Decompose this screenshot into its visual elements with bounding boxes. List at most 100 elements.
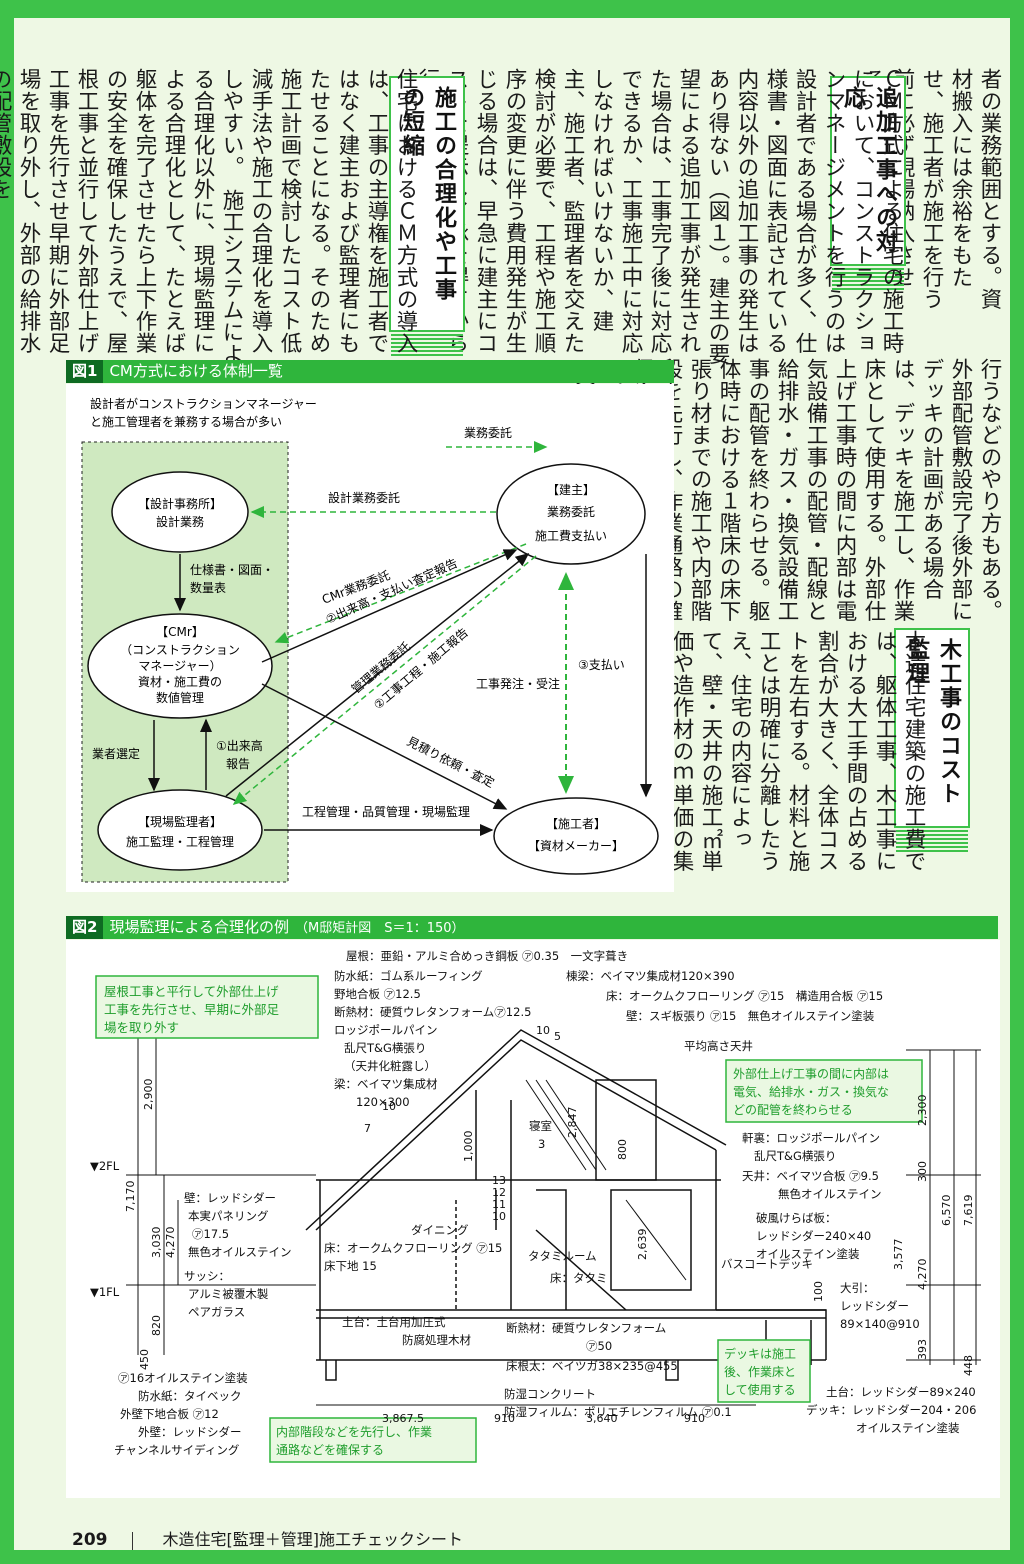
fig2-dimensions: 2,900 7,170 3,030 4,270 820 450 2,847 1,… <box>124 1024 975 1425</box>
figure2-number: 図2 <box>66 916 104 939</box>
cmr-line4: 資材・施工費の <box>138 674 222 689</box>
label-ext-wall-1: 外壁：レッドシダー <box>138 1425 242 1439</box>
edge-cmr-contract <box>274 543 527 644</box>
label-lodgepole-3: （天井化粧露し） <box>344 1059 436 1073</box>
book-title: 木造住宅[監理＋管理]施工チェックシート <box>162 1530 464 1549</box>
label-wall-ext-2: 本実パネリング <box>188 1209 269 1223</box>
dim-roof-5: 5 <box>554 1030 561 1043</box>
dim-450: 450 <box>138 1349 151 1370</box>
text-column-3: 住宅におけるＣＭ方式の導入は、工事の主導権を施工者ではなく建主および監理者にもた… <box>0 68 418 366</box>
fig1-note-line1: 設計者がコンストラクションマネージャー <box>90 396 317 411</box>
design-office-role: 設計業務 <box>156 514 204 529</box>
note-box-roof <box>95 975 319 1039</box>
label-wall-ext-3: ㋐17.5 <box>192 1227 229 1241</box>
text-column-5: 木造住宅建築の施工費では、躯体工事、木工事における大工手間の占める割合が大きく、… <box>524 630 926 872</box>
note-roof-line3: 場を取り外す <box>104 1020 179 1035</box>
label-beam-deck-1: 大引： <box>840 1281 875 1295</box>
label-ceiling-2: 無色オイルステイン <box>778 1187 882 1201</box>
figure2-section-drawing: 屋根工事と平行して外部仕上げ 工事を先行させ、早期に外部足 場を取り外す 外部仕… <box>66 940 1000 1498</box>
label-tyvek: 防水紙：タイベック <box>138 1389 242 1403</box>
label-barge-1: 破風けらば板： <box>756 1211 837 1225</box>
edge-spec-label-1: 仕様書・図面・ <box>190 563 274 577</box>
label-roof: 屋根：亜鉛・アルミ合めっき鋼板 ㋐0.35 一文字葺き <box>346 949 628 963</box>
footer-separator <box>131 1531 133 1550</box>
dim-1000: 1,000 <box>462 1131 475 1163</box>
dim-2639: 2,639 <box>636 1229 649 1261</box>
dim-100: 100 <box>812 1281 825 1302</box>
owner-label: 【建主】 <box>547 483 595 497</box>
heading-rationalization: 施工の合理化や工事の短縮 <box>389 76 465 356</box>
edge-select-label: 業者選定 <box>92 746 140 761</box>
note-box-interior <box>725 1059 923 1123</box>
label-deck-2: オイルステイン塗装 <box>856 1421 960 1435</box>
label-wall-int: 壁：スギ板張り ㋐15 無色オイルステイン塗装 <box>626 1009 875 1023</box>
label-dining: ダイニング <box>411 1223 469 1237</box>
dim-slope-7: 7 <box>364 1122 371 1135</box>
label-sash-3: ペアガラス <box>188 1305 245 1319</box>
note-roof-line2: 工事を先行させ、早期に外部足 <box>104 1002 280 1017</box>
label-insul-floor-2: ㋐50 <box>586 1339 612 1353</box>
note-stair-line2: 通路などを確保する <box>276 1442 384 1457</box>
label-waterproof: 防水紙：ゴム系ルーフィング <box>334 969 483 983</box>
note-interior-line3: どの配管を終わらせる <box>733 1102 853 1117</box>
dim-393: 393 <box>916 1339 929 1360</box>
note-interior-line2: 電気、給排水・ガス・換気な <box>733 1084 889 1099</box>
edge-progress-label-1: ①出来高 <box>216 738 263 753</box>
dim-12: 12 <box>492 1186 506 1199</box>
label-floor1: 床：オークムクフローリング ㋐15 <box>324 1241 502 1255</box>
label-beam-deck-2: レッドシダー <box>840 1299 909 1313</box>
dim-3030: 3,030 <box>150 1227 163 1259</box>
dim-bottom-4: 910 <box>684 1412 705 1425</box>
dim-4270-right: 4,270 <box>916 1259 929 1291</box>
label-wall-ext-1: 壁：レッドシダー <box>184 1191 276 1205</box>
label-beam-2: 120×300 <box>356 1095 410 1109</box>
label-2fl: ▼2FL <box>90 1159 120 1173</box>
dim-slope-10: 10 <box>382 1100 396 1113</box>
label-lodgepole-2: 乱尺T&G横張り <box>344 1041 426 1055</box>
node-design-office <box>111 471 249 553</box>
builder-label: 【施工者】 <box>546 817 606 831</box>
label-insul-floor-1: 断熱材：硬質ウレタンフォーム <box>506 1321 666 1335</box>
edge-quality-label: 工程管理・品質管理・現場監理 <box>302 804 470 819</box>
fig2-labels: 屋根：亜鉛・アルミ合めっき鋼板 ㋐0.35 一文字葺き 防水紙：ゴム系ルーフィン… <box>90 949 976 1457</box>
heading-additional-work: 追加工事への対応 <box>830 76 906 290</box>
dim-2300: 2,300 <box>916 1095 929 1127</box>
dim-bottom-1: 3,867.5 <box>382 1412 424 1425</box>
dim-13: 13 <box>492 1174 506 1187</box>
label-barge-3: オイルステイン塗装 <box>756 1247 860 1261</box>
owner-role-1: 業務委託 <box>547 504 595 519</box>
label-sash-2: アルミ被覆木製 <box>188 1287 269 1301</box>
edge-order-label: 工事発注・受注 <box>476 676 560 691</box>
label-ceiling-flat: 平均高さ天井 <box>684 1039 753 1053</box>
dim-7619: 7,619 <box>962 1195 975 1227</box>
label-beam-deck-3: 89×140@910 <box>840 1317 920 1331</box>
cmr-line3: マネージャー） <box>138 659 221 673</box>
label-sill-deck: 土台：レッドシダー89×240 <box>826 1385 976 1399</box>
figure2-subtitle: （M邸矩計図 S＝1：150） <box>295 921 465 936</box>
heading-wood-cost: 木工事のコスト監理 <box>894 628 970 852</box>
label-tatami-room: タタミルーム <box>528 1249 597 1263</box>
label-barge-2: レッドシダー240×40 <box>756 1229 871 1243</box>
cmr-line5: 数値管理 <box>156 690 204 705</box>
label-wall-ext-4: 無色オイルステイン <box>188 1245 292 1259</box>
edge-payment-label: ③支払い <box>578 658 625 672</box>
legend-label: 業務委託 <box>464 425 512 440</box>
design-office-label: 【設計事務所】 <box>138 496 222 511</box>
dim-3577: 3,577 <box>892 1239 905 1271</box>
note-stair-line1: 内部階段などを先行し、作業 <box>276 1424 432 1439</box>
label-sill: 土台：土台用加圧式 <box>342 1315 446 1329</box>
note-roof-line1: 屋根工事と平行して外部仕上げ <box>104 984 279 999</box>
text-column-1: 者の業務範囲とする。資材搬入には余裕をもたせ、施工者が施工を行う前に必ず現場納入… <box>861 68 1002 310</box>
label-subfloor: 床下地 15 <box>324 1259 377 1273</box>
cmr-label: 【CMr】 <box>156 625 204 639</box>
label-ext-ply: 外壁下地合板 ㋐12 <box>120 1407 219 1421</box>
node-builder <box>493 797 659 875</box>
owner-role-2: 施工費支払い <box>535 528 607 543</box>
dimension-lines-right <box>906 1049 981 1365</box>
dim-7170: 7,170 <box>124 1181 137 1213</box>
building-section <box>305 1029 827 1381</box>
page: 者の業務範囲とする。資材搬入には余裕をもたせ、施工者が施工を行う前に必ず現場納入… <box>0 18 1010 1550</box>
label-joist: 床根太：ベイツガ38×235@455 <box>506 1359 678 1373</box>
